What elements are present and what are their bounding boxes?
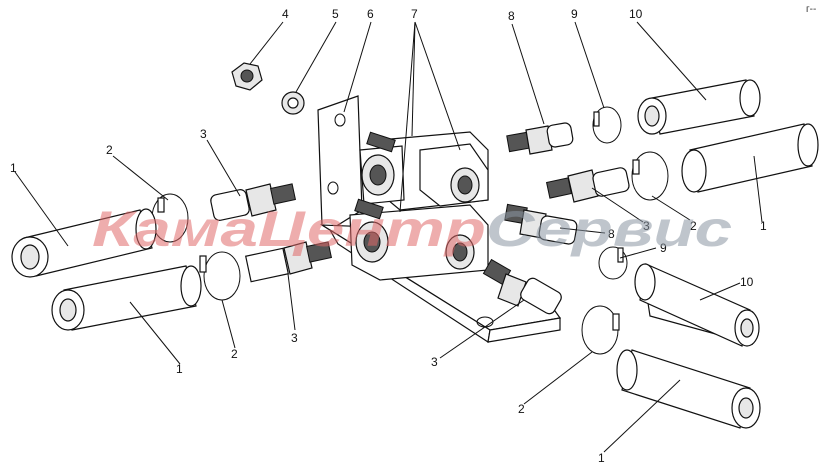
callout-clamp-right-lower: 2 bbox=[518, 402, 525, 416]
callout-clamp-left-upper: 2 bbox=[106, 143, 113, 157]
fitting-lower-left bbox=[245, 241, 333, 283]
callout-hose-right-middle: 10 bbox=[740, 275, 754, 289]
callout-elbow-top: 8 bbox=[508, 9, 515, 23]
callout-clamp-right-upper: 2 bbox=[690, 219, 697, 233]
fitting-right-upper bbox=[545, 167, 630, 203]
callout-clamp-small-mid: 9 bbox=[660, 241, 667, 255]
hose-left-upper bbox=[11, 208, 157, 278]
fitting-upper-left bbox=[210, 183, 297, 221]
hose-right-upper bbox=[681, 123, 819, 193]
callout-fitting-lower-left: 3 bbox=[291, 331, 298, 345]
distribution-block bbox=[349, 131, 489, 281]
hose-clamp-right-small-mid bbox=[598, 246, 628, 280]
hose-right-lower bbox=[616, 349, 761, 429]
hose-left-lower bbox=[51, 265, 202, 331]
callout-clamp-left-lower: 2 bbox=[231, 347, 238, 361]
callout-hose-right-upper: 1 bbox=[760, 219, 767, 233]
callout-block: 7 bbox=[411, 7, 418, 21]
hose-clamp-right-lower bbox=[581, 305, 620, 355]
callout-fitting-upper-left: 3 bbox=[200, 127, 207, 141]
callout-washer: 5 bbox=[332, 7, 339, 21]
leader-lines bbox=[14, 21, 763, 453]
spring-washer bbox=[281, 91, 305, 115]
callout-hose-right-lower: 1 bbox=[598, 451, 605, 465]
callout-hose-right-top: 10 bbox=[629, 7, 643, 21]
hose-clamp-left-lower bbox=[199, 251, 241, 301]
callout-nut: 4 bbox=[282, 7, 289, 21]
watermark-part-2: Сервис bbox=[486, 201, 732, 257]
corner-mark: г-- bbox=[806, 4, 816, 15]
callout-elbow-middle: 8 bbox=[608, 227, 615, 241]
watermark-part-1: КамаЦентр bbox=[92, 201, 486, 257]
elbow-fitting-top bbox=[506, 122, 574, 155]
hex-nut bbox=[231, 62, 263, 91]
callout-fitting-right-lower: 3 bbox=[431, 355, 438, 369]
hose-clamp-right-small-top bbox=[592, 106, 622, 144]
callout-fitting-right-upper: 3 bbox=[643, 219, 650, 233]
hose-clamp-right-upper bbox=[631, 151, 669, 201]
elbow-fitting-middle bbox=[504, 203, 578, 245]
callout-hose-left-upper: 1 bbox=[10, 161, 17, 175]
callout-labels: 1 2 3 4 5 6 7 8 9 10 2 3 1 2 8 3 9 10 2 … bbox=[10, 7, 767, 465]
hose-right-top bbox=[637, 79, 761, 135]
fitting-right-lower bbox=[482, 258, 562, 315]
callout-bracket: 6 bbox=[367, 7, 374, 21]
hose-right-middle bbox=[634, 263, 760, 347]
callout-clamp-small-top: 9 bbox=[571, 7, 578, 21]
callout-hose-left-lower: 1 bbox=[176, 362, 183, 376]
